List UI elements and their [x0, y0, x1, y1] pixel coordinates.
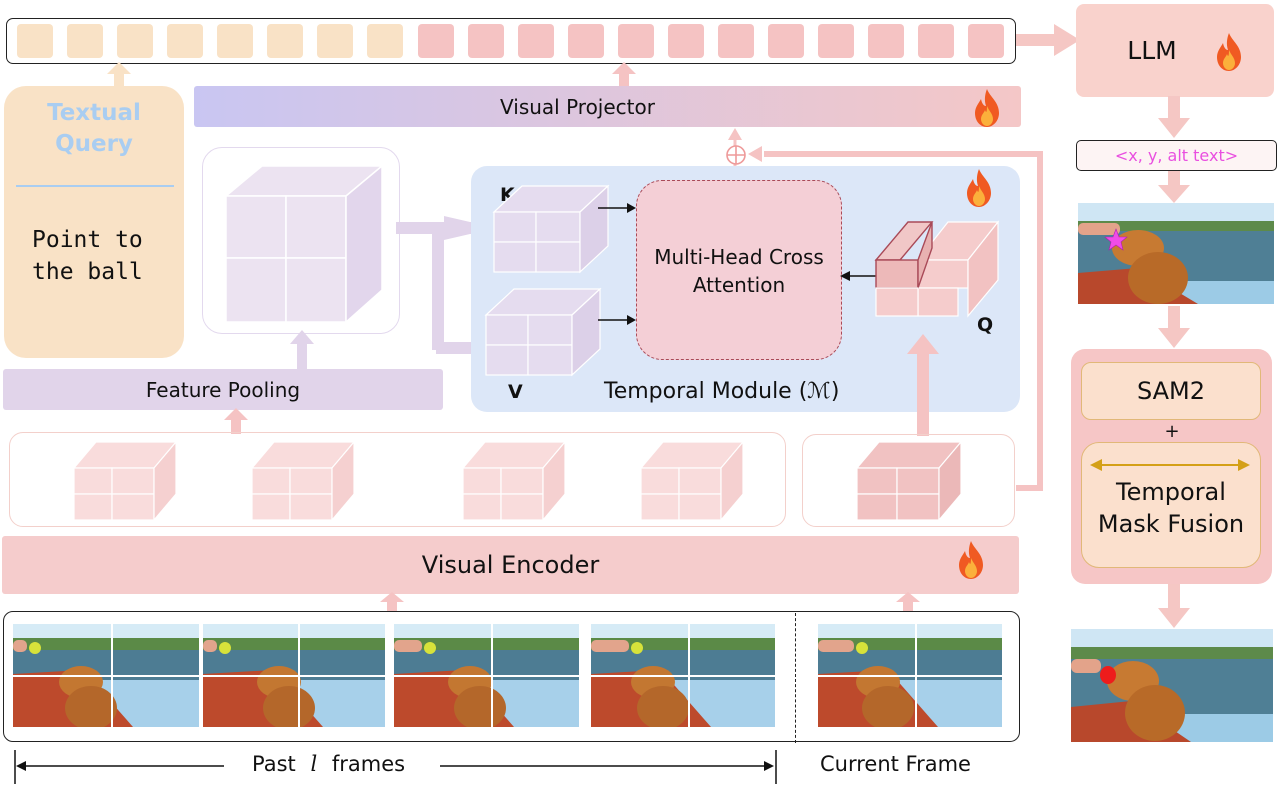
oplus-icon — [726, 145, 746, 165]
visual-token — [918, 24, 954, 58]
past-feature-cube — [72, 440, 178, 522]
visual-projector-bar: Visual Projector — [194, 86, 1021, 127]
visual-token — [668, 24, 704, 58]
text-token — [67, 24, 103, 58]
arrow-output-down — [1158, 171, 1190, 203]
fire-icon — [967, 169, 991, 207]
textual-query-box — [4, 86, 184, 358]
feature-pooling-label: Feature Pooling — [145, 377, 301, 402]
temporal-module-label: Temporal Module (ℳ) — [604, 379, 840, 404]
sam2-label: SAM2 — [1136, 377, 1206, 405]
arrow-query-up — [107, 62, 131, 88]
token-sequence — [6, 18, 1016, 64]
double-arrow-icon — [1090, 459, 1250, 471]
visual-encoder-label: Visual Encoder — [421, 551, 600, 579]
current-frame-label: Current Frame — [820, 752, 971, 776]
arrow-to-sam — [1158, 306, 1190, 348]
past-frames-label: Past l frames — [252, 752, 405, 776]
text-token — [267, 24, 303, 58]
attention-box — [636, 180, 842, 360]
current-features-box — [802, 434, 1015, 527]
temporal-mask-fusion-label: Temporal Mask Fusion — [1097, 478, 1245, 538]
value-cube — [484, 287, 602, 377]
visual-encoder-bar: Visual Encoder — [2, 536, 1019, 594]
pooled-feature-cube — [224, 164, 384, 324]
query-to-attention-arrow — [840, 271, 878, 281]
past-frames-timeline — [14, 750, 777, 784]
past-feature-cube — [461, 440, 567, 522]
arrow-encoder-up-current — [896, 592, 920, 612]
visual-token — [968, 24, 1004, 58]
kv-to-attention-arrows — [598, 203, 636, 325]
video-frame — [591, 624, 775, 727]
frame-strip — [3, 611, 1020, 742]
fire-icon — [975, 89, 999, 127]
llm-box: LLM — [1076, 4, 1274, 97]
visual-token — [468, 24, 504, 58]
frame-separator — [795, 613, 796, 743]
video-frame — [13, 624, 199, 727]
frames-word: frames — [331, 752, 406, 776]
l-symbol: l — [310, 752, 318, 776]
attention-label: Multi-Head Cross Attention — [654, 245, 824, 297]
q-label: Q — [977, 314, 994, 336]
text-token — [167, 24, 203, 58]
fire-icon — [959, 541, 983, 579]
visual-token — [568, 24, 604, 58]
plus-sign: + — [1160, 420, 1184, 442]
current-feature-cube — [855, 440, 963, 522]
fire-icon — [1217, 33, 1241, 71]
star-icon — [1104, 228, 1128, 251]
text-token — [117, 24, 153, 58]
visual-token — [418, 24, 454, 58]
segmented-frame-image — [1071, 629, 1273, 742]
llm-label: LLM — [1127, 36, 1177, 65]
past-feature-cube — [639, 440, 745, 522]
past-word: Past — [252, 752, 296, 776]
output-text-box: <x, y, alt text> — [1076, 140, 1277, 171]
visual-token — [868, 24, 904, 58]
visual-token — [618, 24, 654, 58]
visual-projector-label: Visual Projector — [500, 94, 655, 119]
feature-pooling-bar: Feature Pooling — [3, 369, 443, 410]
video-frame — [394, 624, 579, 727]
arrow-features-up — [224, 408, 248, 434]
sam2-box: SAM2 — [1081, 362, 1261, 420]
query-divider — [16, 185, 174, 187]
text-token — [17, 24, 53, 58]
text-token — [217, 24, 253, 58]
visual-token — [518, 24, 554, 58]
arrow-to-query — [907, 334, 939, 436]
arrow-llm-down — [1158, 96, 1190, 138]
visual-token — [818, 24, 854, 58]
arrow-to-llm — [1016, 24, 1080, 56]
video-frame — [818, 624, 1002, 727]
query-cube — [874, 220, 1000, 318]
arrow-encoder-up-past — [380, 592, 404, 612]
visual-token — [718, 24, 754, 58]
text-token — [317, 24, 353, 58]
textual-query-title: Textual Query — [47, 100, 141, 157]
video-frame — [203, 624, 385, 727]
arrow-projector-up — [612, 62, 636, 88]
arrow-to-result — [1158, 584, 1190, 628]
past-features-box — [9, 432, 786, 527]
textual-query-body: Point to the ball — [32, 227, 143, 285]
temporal-mask-fusion-box — [1081, 442, 1261, 568]
v-label: V — [508, 381, 523, 403]
text-token — [367, 24, 403, 58]
visual-token — [768, 24, 804, 58]
arrow-pool-up — [290, 330, 314, 372]
plus-label: + — [1164, 420, 1180, 442]
output-text: <x, y, alt text> — [1114, 146, 1239, 165]
pointed-frame-image — [1078, 203, 1274, 304]
past-feature-cube — [250, 440, 356, 522]
